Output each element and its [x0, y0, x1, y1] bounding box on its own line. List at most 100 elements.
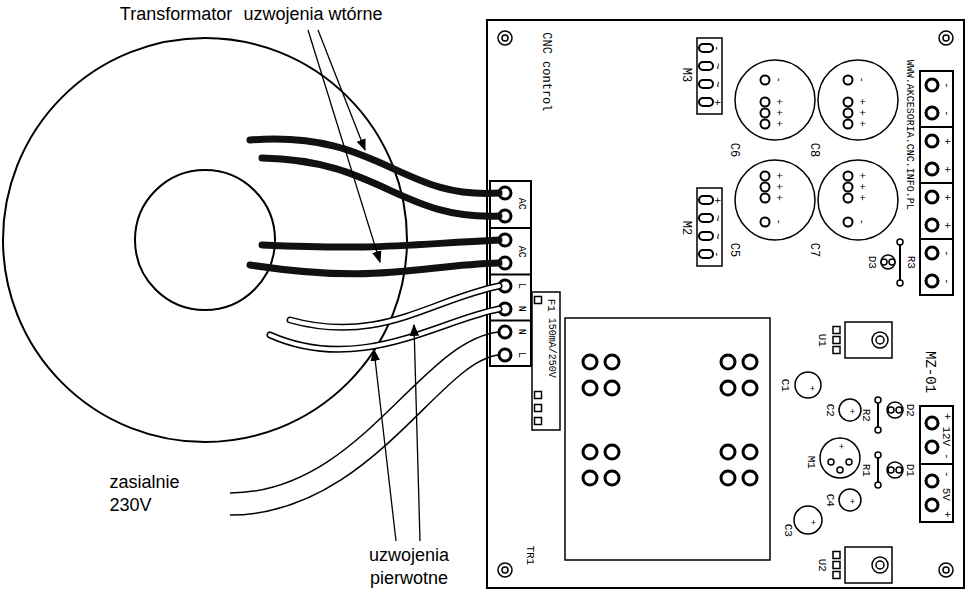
- solder-pad: [721, 381, 735, 395]
- voltage-regulator: [872, 332, 888, 348]
- solder-pad: [721, 471, 735, 485]
- silkscreen-label: D3: [866, 255, 879, 268]
- callout-text: uzwojenia wtórne: [243, 4, 382, 25]
- silkscreen-label: 5V: [940, 487, 953, 500]
- silkscreen-label: +: [940, 166, 953, 173]
- terminal-block: [490, 274, 531, 276]
- silkscreen-label: M1: [805, 455, 818, 468]
- solder-pad: [761, 109, 770, 118]
- solder-pad: [926, 107, 938, 119]
- solder-pad: [875, 482, 881, 488]
- silkscreen-label: +: [940, 222, 953, 229]
- fuse-holder: [535, 405, 542, 412]
- silkscreen-label: -: [940, 453, 953, 460]
- solder-pad: [833, 347, 840, 354]
- fuse-holder: [535, 392, 542, 399]
- terminal-block: [920, 126, 953, 128]
- silkscreen-label: +: [772, 173, 784, 179]
- silkscreen-label: AC: [515, 198, 527, 210]
- terminal-block: [490, 71, 953, 522]
- solder-pad: [926, 275, 938, 287]
- solder-pad: [499, 44, 938, 579]
- solder-pad: [605, 471, 619, 485]
- solder-pad: [897, 280, 903, 286]
- mounting-hole: [939, 31, 953, 45]
- solder-pad: [888, 407, 894, 413]
- solder-pad: [583, 381, 597, 395]
- voltage-regulator: [845, 547, 892, 583]
- solder-pad: [846, 459, 852, 465]
- silkscreen-label: L: [515, 283, 527, 289]
- electrolytic-capacitor: [839, 489, 861, 511]
- solder-pad: [833, 562, 840, 569]
- electrolytic-capacitor: [794, 506, 822, 534]
- silkscreen-label: +: [772, 110, 784, 116]
- pcb-board: [487, 20, 964, 588]
- fuse-holder: [532, 292, 560, 430]
- leader-arrow: [318, 30, 365, 150]
- solder-pad: [499, 349, 511, 361]
- secondary-wire: [250, 139, 499, 274]
- solder-pad: [926, 441, 938, 453]
- solder-pad: [743, 445, 757, 459]
- silkscreen-label: +: [940, 511, 953, 518]
- solder-pad: [605, 355, 619, 369]
- solder-pad: [743, 381, 757, 395]
- solder-pad: [844, 183, 853, 192]
- solder-pad: [844, 218, 853, 227]
- solder-pad: [761, 183, 770, 192]
- silkscreen-label: -: [940, 278, 953, 285]
- voltage-regulator: [876, 336, 884, 344]
- mounting-hole: [498, 563, 512, 577]
- resistor-symbol: [877, 400, 879, 430]
- diode: [820, 255, 903, 478]
- silkscreen-label: M2: [678, 221, 692, 235]
- mounting-hole: [498, 31, 953, 577]
- silkscreen-label: R3: [905, 255, 918, 268]
- silkscreen-label: -: [855, 77, 867, 83]
- silkscreen-label: -: [710, 45, 723, 52]
- toroidal-transformer: [3, 38, 407, 442]
- toroidal-transformer: [135, 170, 275, 310]
- callout-text: uzwojenia pierwotne: [353, 544, 465, 591]
- solder-pad: [926, 417, 938, 429]
- silkscreen-label: L: [515, 352, 527, 358]
- silkscreen-label: C1: [779, 378, 792, 391]
- mounting-hole: [498, 31, 512, 45]
- silkscreen-label: U2: [816, 558, 829, 571]
- silkscreen-label: MZ-01: [922, 351, 938, 393]
- solder-pad: [844, 120, 853, 129]
- silkscreen-label: TR1: [524, 545, 537, 565]
- solder-pad: [833, 327, 840, 334]
- mounting-hole: [502, 567, 508, 573]
- silkscreen-label: ~: [710, 81, 723, 88]
- solder-pad: [896, 407, 902, 413]
- silkscreen-label: +: [855, 99, 867, 105]
- silkscreen-label: D1: [904, 463, 917, 476]
- silkscreen-label: -: [940, 471, 953, 478]
- resistor-symbol: [899, 245, 901, 280]
- voltage-regulator: [872, 557, 888, 573]
- mains-wire: [230, 355, 499, 515]
- solder-pad: [844, 194, 853, 203]
- electrolytic-capacitor: [735, 60, 898, 534]
- secondary-wire: [262, 158, 499, 216]
- mounting-hole: [943, 567, 949, 573]
- solder-pad: [833, 572, 840, 579]
- electrolytic-capacitor: [735, 160, 815, 240]
- silkscreen-label: +: [940, 194, 953, 201]
- terminal-block: [490, 320, 531, 322]
- silkscreen-label: +: [855, 184, 867, 190]
- primary-wire: [270, 309, 499, 349]
- silkscreen-label: +: [772, 121, 784, 127]
- silkscreen-label: AC: [515, 246, 527, 258]
- mounting-hole: [502, 35, 508, 41]
- terminal-block: [920, 71, 953, 295]
- primary-wire: [270, 286, 499, 349]
- silkscreen-label: +: [846, 408, 856, 413]
- silkscreen-label: +: [807, 519, 817, 524]
- solder-pad: [875, 452, 881, 458]
- solder-pad: [844, 76, 853, 85]
- voltage-regulator: [845, 322, 892, 358]
- terminal-block: [490, 181, 531, 366]
